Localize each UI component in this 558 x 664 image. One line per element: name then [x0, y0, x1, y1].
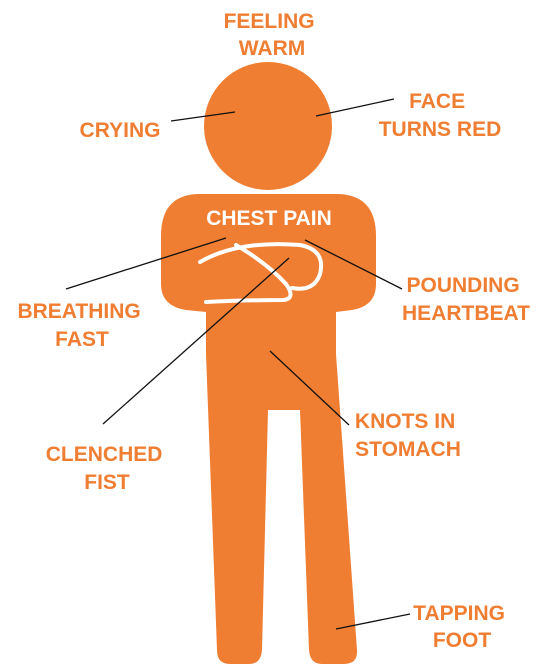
breathing-fast-label: BREATHING FAST — [17, 300, 146, 351]
tapping-foot-label: TAPPING FOOT — [413, 602, 511, 652]
head — [204, 62, 332, 190]
torso-and-legs — [161, 194, 376, 664]
pounding-heartbeat-label: POUNDING HEARTBEAT — [402, 274, 530, 325]
crying-label: CRYING — [80, 119, 161, 142]
face-turns-red-label: FACE TURNS RED — [379, 90, 502, 141]
feeling-warm-label: FEELING WARM — [224, 10, 321, 60]
chest-pain-label: CHEST PAIN — [206, 207, 332, 230]
person-figure — [161, 62, 376, 664]
clenched-fist-label: CLENCHED FIST — [46, 443, 169, 494]
knots-in-stomach-label: KNOTS IN STOMACH — [355, 410, 461, 461]
